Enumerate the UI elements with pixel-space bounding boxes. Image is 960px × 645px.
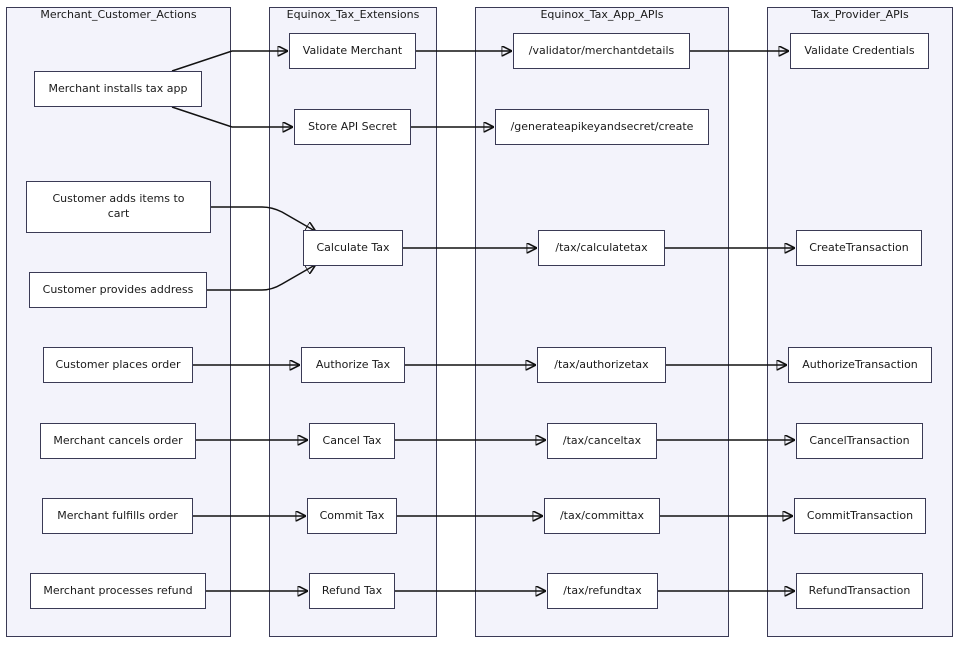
node-store-api-secret: Store API Secret: [294, 109, 411, 145]
node-commit-tax: Commit Tax: [307, 498, 397, 534]
lane-title-equinox-tax-extensions: Equinox_Tax_Extensions: [286, 8, 420, 21]
node-validate-credentials: Validate Credentials: [790, 33, 929, 69]
lane-equinox-tax-extensions: [269, 7, 437, 637]
lane-title-equinox-tax-app-apis: Equinox_Tax_App_APIs: [540, 8, 664, 21]
node-tax-canceltax: /tax/canceltax: [547, 423, 657, 459]
node-refund-tax: Refund Tax: [309, 573, 395, 609]
node-refund-transaction: RefundTransaction: [796, 573, 923, 609]
node-merchant-cancels-order: Merchant cancels order: [40, 423, 196, 459]
lane-tax-provider-apis: [767, 7, 953, 637]
node-customer-provides-address: Customer provides address: [29, 272, 207, 308]
node-customer-places-order: Customer places order: [43, 347, 193, 383]
node-merchant-processes-refund: Merchant processes refund: [30, 573, 206, 609]
node-validator-merchantdetails: /validator/merchantdetails: [513, 33, 690, 69]
node-cancel-tax: Cancel Tax: [309, 423, 395, 459]
node-customer-adds-items-to-cart: Customer adds items to cart: [26, 181, 211, 233]
node-generateapikeyandsecret-create: /generateapikeyandsecret/create: [495, 109, 709, 145]
node-merchant-fulfills-order: Merchant fulfills order: [42, 498, 193, 534]
node-cancel-transaction: CancelTransaction: [796, 423, 923, 459]
lane-title-merchant-customer-actions: Merchant_Customer_Actions: [40, 8, 197, 21]
lane-title-tax-provider-apis: Tax_Provider_APIs: [811, 8, 909, 21]
node-merchant-installs-tax-app: Merchant installs tax app: [34, 71, 202, 107]
node-validate-merchant: Validate Merchant: [289, 33, 416, 69]
node-tax-refundtax: /tax/refundtax: [547, 573, 658, 609]
node-create-transaction: CreateTransaction: [796, 230, 922, 266]
node-tax-committax: /tax/committax: [544, 498, 660, 534]
node-tax-calculatetax: /tax/calculatetax: [538, 230, 665, 266]
node-authorize-tax: Authorize Tax: [301, 347, 405, 383]
lane-equinox-tax-app-apis: [475, 7, 729, 637]
node-tax-authorizetax: /tax/authorizetax: [537, 347, 666, 383]
node-calculate-tax: Calculate Tax: [303, 230, 403, 266]
node-authorize-transaction: AuthorizeTransaction: [788, 347, 932, 383]
node-commit-transaction: CommitTransaction: [794, 498, 926, 534]
